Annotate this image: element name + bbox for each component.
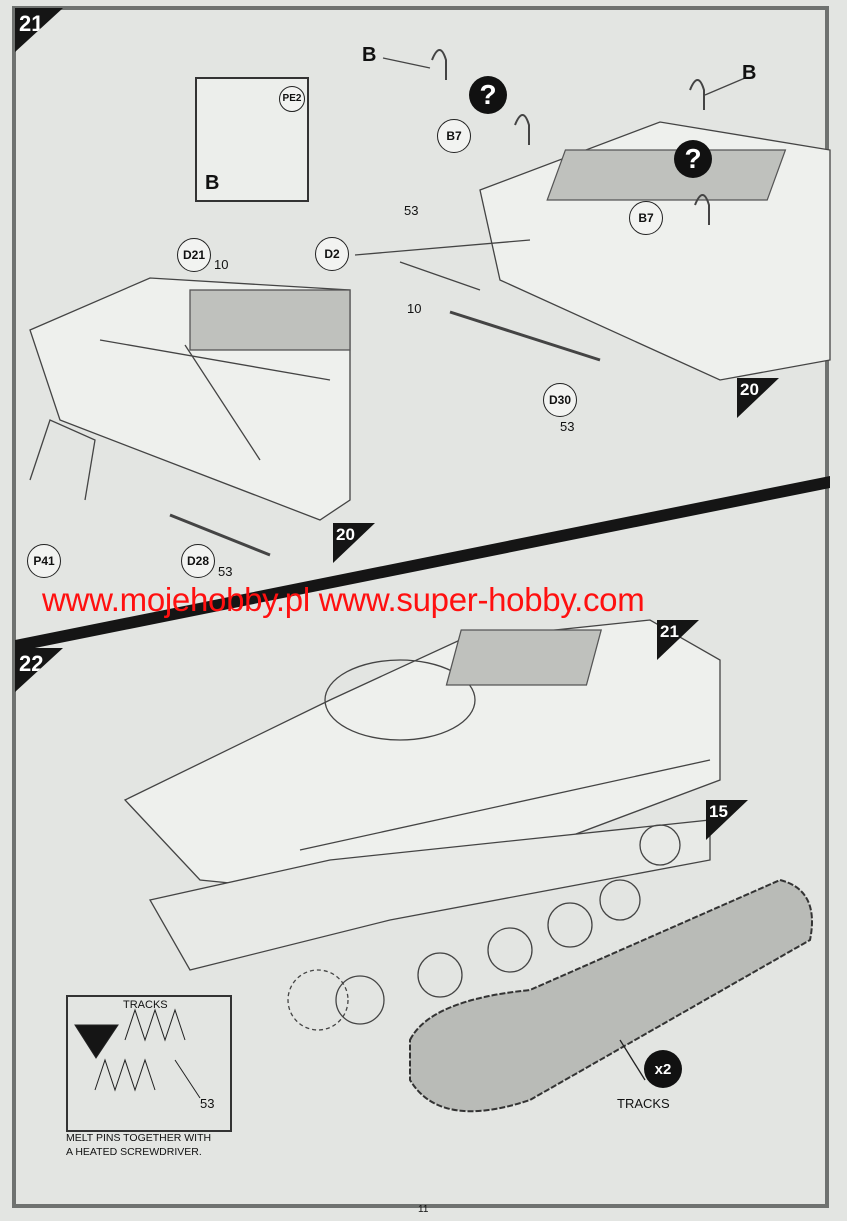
step-divider xyxy=(15,476,830,652)
callout-d28: D28 xyxy=(181,544,215,578)
question-mark-icon: ? xyxy=(469,76,507,114)
callout-b7-right: B7 xyxy=(629,201,663,235)
question-mark-icon: ? xyxy=(674,140,712,178)
callout-b-inset: B xyxy=(205,172,220,194)
inset-note-line2: A HEATED SCREWDRIVER. xyxy=(66,1146,202,1158)
page-frame xyxy=(12,6,829,1208)
callout-b7-left: B7 xyxy=(437,119,471,153)
page-number: 11 xyxy=(418,1204,429,1215)
watermark: www.mojehobby.pl www.super-hobby.com xyxy=(42,581,645,618)
tracks-inset xyxy=(66,995,232,1132)
tracks-label: TRACKS xyxy=(617,1096,670,1111)
d28-sprue-number: 53 xyxy=(218,564,233,579)
callout-b-top: B xyxy=(362,44,377,66)
inset-title: TRACKS xyxy=(123,999,168,1011)
multiplier-badge: x2 xyxy=(644,1050,682,1088)
callout-b-right: B xyxy=(742,62,757,84)
callout-p41: P41 xyxy=(27,544,61,578)
track-loop xyxy=(409,878,813,1113)
callout-pe2: PE2 xyxy=(279,86,305,112)
inset-part-number: 53 xyxy=(200,1096,215,1111)
inset-note-line1: MELT PINS TOGETHER WITH xyxy=(66,1132,212,1144)
d2-sprue-number: 53 xyxy=(404,203,419,218)
callout-d2: D2 xyxy=(315,237,349,271)
d21-sprue-number: 10 xyxy=(214,257,229,272)
callout-d21: D21 xyxy=(177,238,211,272)
callout-d30: D30 xyxy=(543,383,577,417)
d2-rod-number: 10 xyxy=(407,301,422,316)
d30-sprue-number: 53 xyxy=(560,419,575,434)
